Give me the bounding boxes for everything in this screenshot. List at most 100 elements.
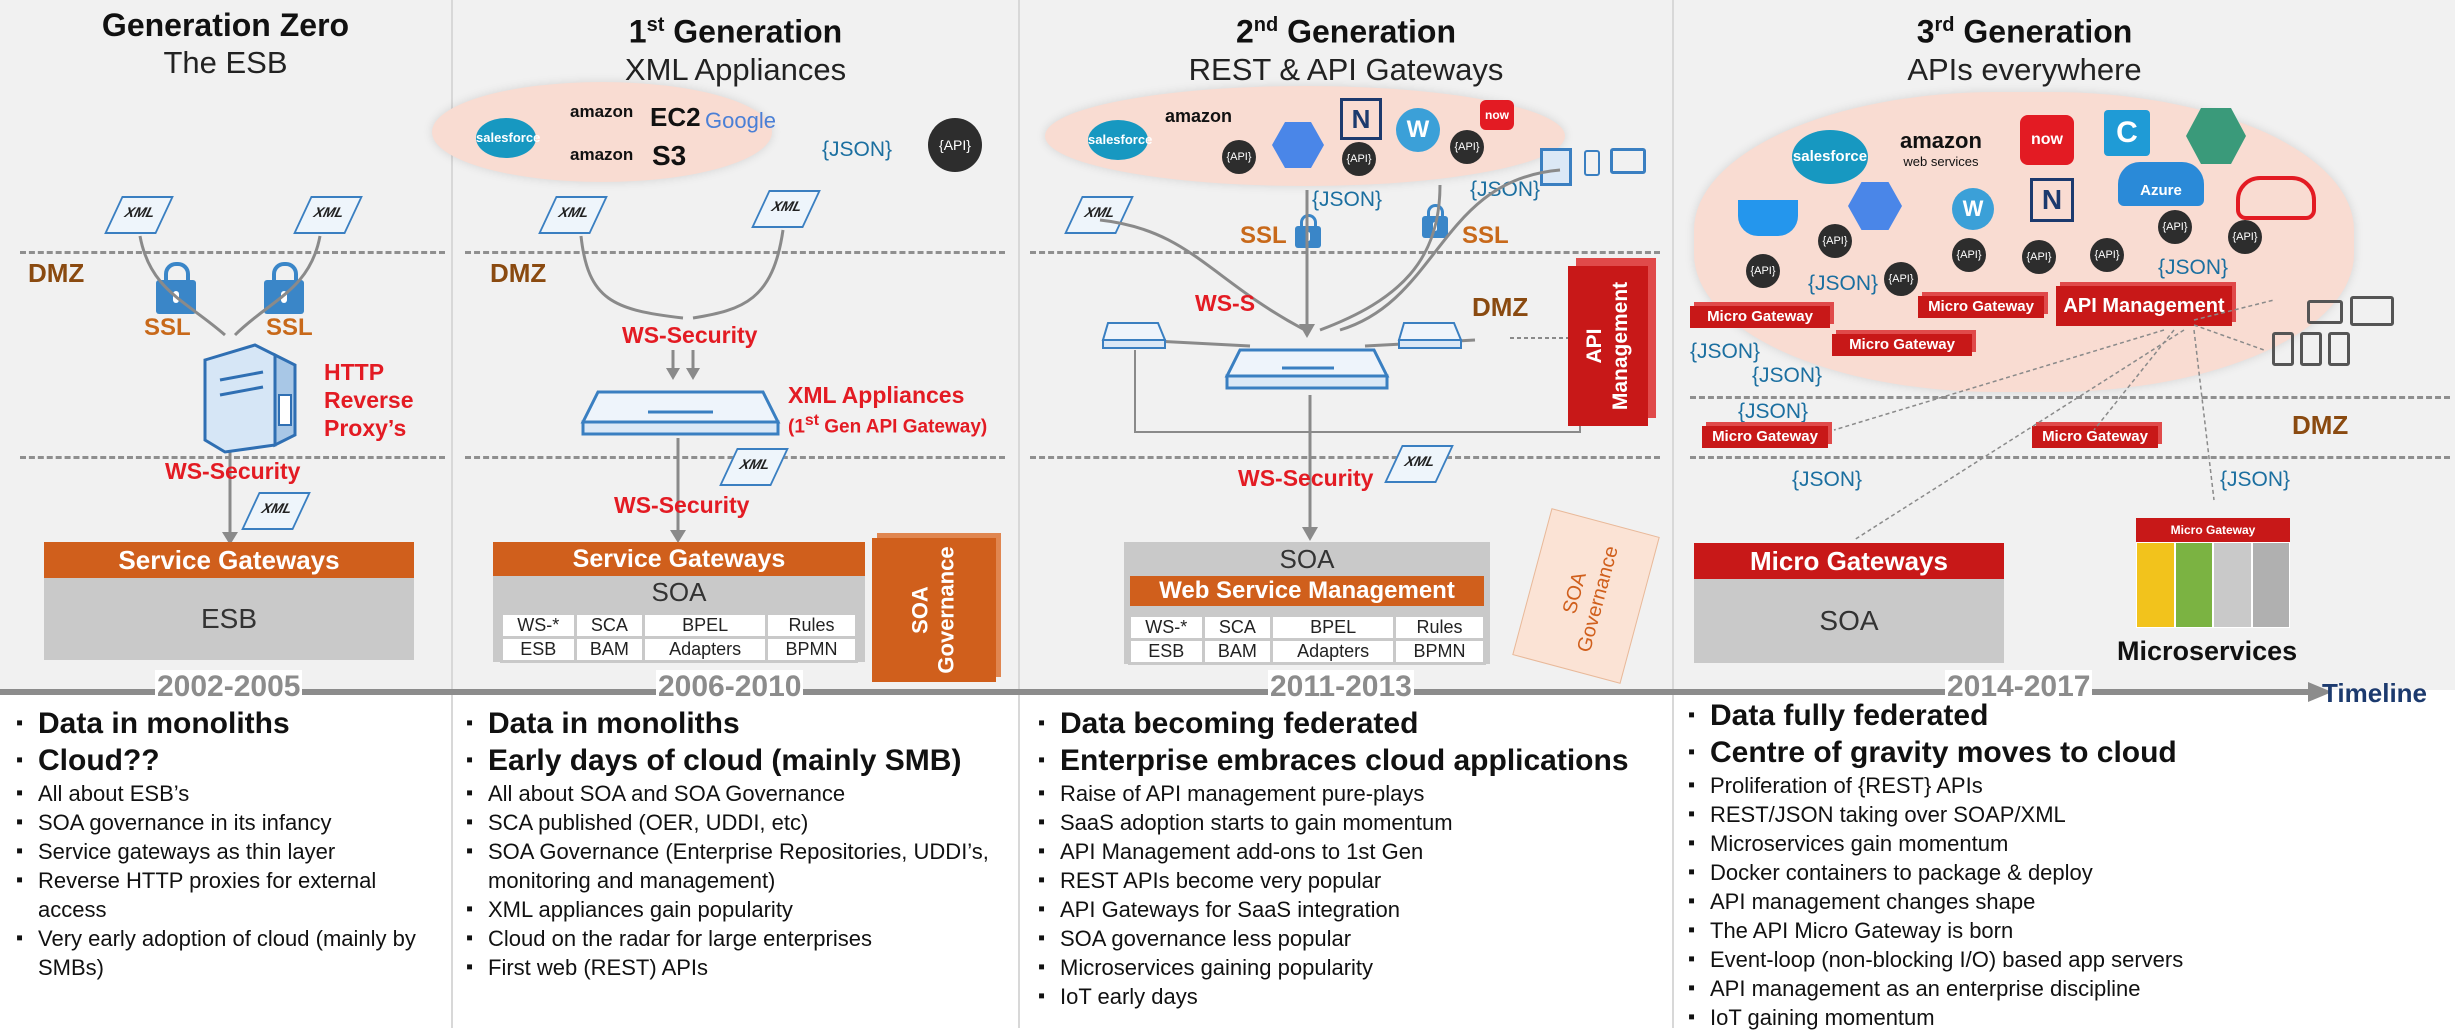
ssl-label: SSL: [1240, 222, 1287, 249]
header-third-generation: 3rd Generation APIs everywhere: [1674, 6, 2375, 89]
microservices-label: Microservices: [2117, 636, 2298, 666]
ssl-label: SSL: [144, 314, 191, 341]
amazon-logo: amazon: [570, 145, 634, 164]
bullet-list-third-generation: Data fully federatedCentre of gravity mo…: [1688, 697, 2448, 1032]
column-title: 3rd Generation: [1916, 13, 2133, 50]
google-cloud-icon: [1848, 182, 1902, 230]
bullet-item: SaaS adoption starts to gain momentum: [1038, 808, 1668, 837]
bullet-item: Service gateways as thin layer: [16, 837, 446, 866]
bullet-item: REST APIs become very popular: [1038, 866, 1668, 895]
bullet-heading: Centre of gravity moves to cloud: [1688, 734, 2448, 771]
router-appliance-icon: [1397, 322, 1463, 349]
dmz-line: [20, 251, 445, 254]
now-logo: now: [2020, 115, 2074, 165]
bullet-item: SCA published (OER, UDDI, etc): [466, 808, 1011, 837]
timeline-axis: [0, 689, 2310, 695]
dmz-line: [20, 456, 445, 459]
bullet-item: Microservices gain momentum: [1688, 829, 2448, 858]
http-reverse-proxy-label: HTTP Reverse Proxy’s: [324, 359, 414, 441]
connector-arrows: [138, 235, 322, 545]
dmz-label: DMZ: [1472, 292, 1529, 322]
json-label: {JSON}: [1738, 400, 1809, 423]
bullet-item: All about SOA and SOA Governance: [466, 779, 1011, 808]
json-label: {JSON}: [822, 138, 893, 161]
api-badge: {API}: [2090, 238, 2124, 272]
esb-body: ESB: [44, 578, 414, 660]
soa-label: SOA: [1279, 544, 1335, 574]
phone-icon: [2272, 332, 2294, 366]
column-title: 2nd Generation: [1235, 13, 1457, 50]
api-badge: {API}: [1342, 142, 1376, 176]
column-divider: [1018, 0, 1020, 1028]
column-subtitle: The ESB: [163, 45, 288, 80]
tablet-icon: [1540, 148, 1572, 186]
json-label: {JSON}: [1312, 188, 1383, 211]
bullet-heading: Cloud??: [16, 742, 446, 779]
dmz-label: DMZ: [490, 258, 547, 288]
ssl-label: SSL: [266, 314, 313, 341]
bullet-item: Proliferation of {REST} APIs: [1688, 771, 2448, 800]
phone-icon: [2300, 332, 2322, 366]
w-logo: W: [1396, 108, 1440, 152]
amazon-logo: amazon web services: [1900, 128, 1982, 169]
api-badge: {API}: [2022, 240, 2056, 274]
s3-logo: S3: [652, 140, 687, 171]
json-label: {JSON}: [1690, 340, 1761, 363]
timeline-year: 2002-2005: [155, 670, 303, 704]
bullet-item: API Gateways for SaaS integration: [1038, 895, 1668, 924]
column-subtitle: XML Appliances: [624, 51, 847, 87]
header-first-generation: 1st Generation XML Appliances: [453, 6, 1018, 89]
bullet-item: API management changes shape: [1688, 887, 2448, 916]
micro-gateways-band: Micro Gateways: [1694, 543, 2004, 579]
api-badge: {API}: [928, 118, 982, 172]
n-logo: N: [2030, 178, 2074, 222]
bullet-item: SOA governance less popular: [1038, 924, 1668, 953]
dmz-line: [1690, 396, 2450, 399]
bullet-item: XML appliances gain popularity: [466, 895, 1011, 924]
bullet-item: The API Micro Gateway is born: [1688, 916, 2448, 945]
bullet-item: SOA governance in its infancy: [16, 808, 446, 837]
api-badge: {API}: [1952, 238, 1986, 272]
column-divider: [1672, 0, 1674, 1028]
google-logo: Google: [705, 108, 776, 133]
ws-security-label: WS-Security: [165, 458, 301, 484]
router-appliance-icon: [580, 390, 781, 436]
router-appliance-icon: [1101, 322, 1167, 349]
tablet-icon: [1610, 148, 1646, 174]
ec2-logo: EC2: [650, 102, 701, 132]
bullet-list-generation-zero: Data in monolithsCloud??All about ESB’sS…: [16, 705, 446, 982]
json-label: {JSON}: [2158, 256, 2229, 279]
ws-security-label: WS-Security: [614, 492, 750, 518]
microservices-cube: Micro Gateway: [2136, 518, 2290, 628]
bullet-item: IoT gaining momentum: [1688, 1003, 2448, 1032]
bullet-heading: Data becoming federated: [1038, 705, 1668, 742]
bullet-item: Reverse HTTP proxies for external access: [16, 866, 446, 924]
c-logo: C: [2104, 110, 2150, 156]
connector-lines: [1833, 299, 2275, 541]
soa-stack: Micro Gateways SOA: [1694, 543, 2004, 663]
micro-gateway-box: Micro Gateway: [1832, 334, 1972, 356]
api-badge: {API}: [2158, 210, 2192, 244]
server-icon: [203, 343, 297, 454]
bullet-item: Very early adoption of cloud (mainly by …: [16, 924, 446, 982]
bullet-heading: Data in monoliths: [16, 705, 446, 742]
bullet-heading: Enterprise embraces cloud applications: [1038, 742, 1668, 779]
json-label: {JSON}: [2220, 468, 2291, 491]
bullet-item: Cloud on the radar for large enterprises: [466, 924, 1011, 953]
docker-icon: [1738, 200, 1798, 236]
xml-appliances-label: XML Appliances (1st Gen API Gateway): [788, 382, 988, 438]
connector-arrows: [579, 229, 785, 543]
bullet-item: Microservices gaining popularity: [1038, 953, 1668, 982]
json-label: {JSON}: [1752, 364, 1823, 387]
json-label: {JSON}: [1808, 272, 1879, 295]
api-badge: {API}: [1818, 224, 1852, 258]
now-logo: now: [1480, 100, 1514, 130]
bullet-item: IoT early days: [1038, 982, 1668, 1011]
bullet-heading: Data fully federated: [1688, 697, 2448, 734]
lock-icon: [264, 262, 304, 314]
api-badge: {API}: [1222, 140, 1256, 174]
api-badge: {API}: [1746, 254, 1780, 288]
router-appliance-icon: [1224, 348, 1390, 390]
w-logo: W: [1952, 188, 1994, 230]
bullet-heading: Data in monoliths: [466, 705, 1011, 742]
